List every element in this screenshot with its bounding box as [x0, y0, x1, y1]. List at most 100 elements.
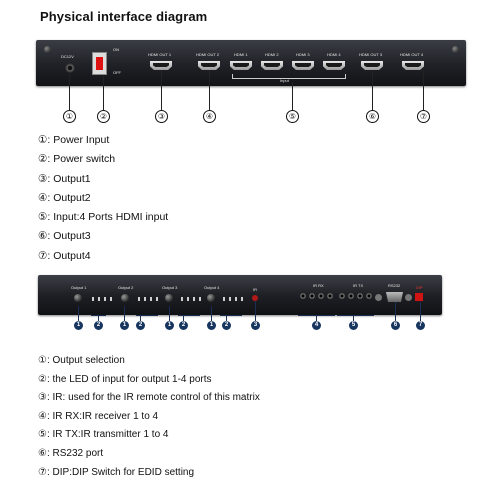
callout-leader: [226, 315, 227, 321]
port-label: HDMI OUT 1: [148, 52, 172, 57]
callout-leader: [420, 302, 421, 321]
legend-item: ②: the LED of input for output 1-4 ports: [38, 373, 212, 385]
callout-leader: [395, 302, 396, 321]
legend-item: ①: Output selection: [38, 355, 125, 366]
callout-leader: [337, 315, 374, 316]
callout-leader: [136, 315, 158, 316]
port-label: HDMI OUT 4: [400, 52, 424, 57]
callout-marker: ③: [155, 110, 168, 123]
hdmi-port-icon: [261, 61, 283, 70]
callout-marker: 1: [74, 321, 83, 330]
callout-leader: [353, 315, 354, 321]
hdmi-port-icon: [402, 61, 424, 70]
callout-leader: [98, 315, 99, 321]
input-group-label: Input: [280, 78, 289, 83]
switch-off-label: OFF: [113, 70, 121, 75]
legend-item: ⑤: IR TX:IR transmitter 1 to 4: [38, 429, 169, 441]
legend-item: ⑥: Output3: [38, 230, 91, 243]
callout-marker: 2: [136, 321, 145, 330]
led-icon: [92, 297, 94, 301]
port-label: HDMI 3: [296, 52, 310, 57]
ir-tx-jack-icon: [339, 293, 345, 299]
led-icon: [104, 297, 106, 301]
callout-marker: 6: [391, 321, 400, 330]
port-label: HDMI OUT 2: [196, 52, 220, 57]
led-icon: [241, 297, 243, 301]
switch-on-label: ON: [113, 47, 119, 52]
led-icon: [150, 297, 152, 301]
callout-marker: 4: [312, 321, 321, 330]
hdmi-port-icon: [150, 61, 172, 70]
legend-item: ③: IR: used for the IR remote control of…: [38, 392, 260, 404]
front-panel-photo: Output 1 Output 2 Output 3 Output 4 IR I…: [38, 275, 442, 315]
callout-leader: [209, 70, 210, 110]
output-select-button-icon: [165, 294, 173, 302]
callout-marker: 1: [165, 321, 174, 330]
screw-icon: [452, 46, 459, 53]
hdmi-port-icon: [198, 61, 220, 70]
callout-leader: [78, 306, 79, 321]
knob-icon: [405, 294, 412, 301]
led-icon: [144, 297, 146, 301]
port-label: HDMI OUT 3: [359, 52, 383, 57]
callout-leader: [220, 315, 242, 316]
callout-marker: 2: [94, 321, 103, 330]
power-switch-icon: [92, 52, 107, 75]
ir-tx-jack-icon: [366, 293, 372, 299]
led-icon: [138, 297, 140, 301]
hdmi-port-icon: [323, 61, 345, 70]
led-icon: [181, 297, 183, 301]
led-icon: [199, 297, 201, 301]
output-select-button-icon: [121, 294, 129, 302]
legend-item: ④: IR RX:IR receiver 1 to 4: [38, 410, 159, 422]
callout-leader: [161, 70, 162, 110]
callout-leader: [103, 75, 104, 110]
led-icon: [223, 297, 225, 301]
page-title: Physical interface diagram: [40, 9, 208, 24]
output-label: Output 3: [162, 285, 178, 290]
input-group-bracket: [232, 74, 346, 79]
front-panel-legend: ①: Output selection ②: the LED of input …: [38, 352, 260, 482]
ir-sensor-icon: [252, 295, 258, 301]
callout-leader: [255, 301, 256, 321]
callout-leader: [69, 72, 70, 110]
legend-item: ⑦: DIP:DIP Switch for EDID setting: [38, 466, 195, 478]
ir-rx-jack-icon: [300, 293, 306, 299]
hdmi-port-icon: [230, 61, 252, 70]
back-panel-photo: DC12V ON OFF HDMI OUT 1 HDMI OUT 2 HDMI …: [36, 40, 466, 86]
callout-leader: [316, 315, 317, 321]
port-label: HDMI 4: [327, 52, 341, 57]
legend-item: ⑥: RS232 port: [38, 447, 104, 459]
power-jack-icon: [65, 63, 75, 73]
led-icon: [187, 297, 189, 301]
led-icon: [156, 297, 158, 301]
output-label: Output 4: [204, 285, 220, 290]
callout-leader: [292, 82, 293, 110]
callout-leader: [423, 70, 424, 110]
output-label: Output 2: [118, 285, 134, 290]
callout-marker: ②: [97, 110, 110, 123]
legend-item: ⑤: Input:4 Ports HDMI input: [38, 211, 169, 224]
led-icon: [98, 297, 100, 301]
callout-marker: ④: [203, 110, 216, 123]
ir-rx-jack-icon: [318, 293, 324, 299]
callout-marker: ⑥: [366, 110, 379, 123]
legend-item: ②: Power switch: [38, 153, 116, 166]
ir-rx-label: IR RX: [313, 283, 324, 288]
callout-marker: 3: [251, 321, 260, 330]
legend-item: ⑦: Output4: [38, 249, 91, 262]
rs232-label: RS232: [388, 283, 401, 288]
led-icon: [110, 297, 112, 301]
callout-leader: [124, 306, 125, 321]
dip-switch-icon: [415, 293, 423, 301]
legend-item: ①: Power Input: [38, 134, 110, 146]
port-label: HDMI 1: [234, 52, 248, 57]
callout-leader: [211, 306, 212, 321]
output-label: Output 1: [71, 285, 87, 290]
led-icon: [235, 297, 237, 301]
port-label: HDMI 2: [265, 52, 279, 57]
ir-rx-jack-icon: [327, 293, 333, 299]
back-panel-legend: ①: Power Input ②: Power switch ③: Output…: [38, 131, 168, 266]
callout-marker: 7: [416, 321, 425, 330]
callout-marker: ⑤: [286, 110, 299, 123]
